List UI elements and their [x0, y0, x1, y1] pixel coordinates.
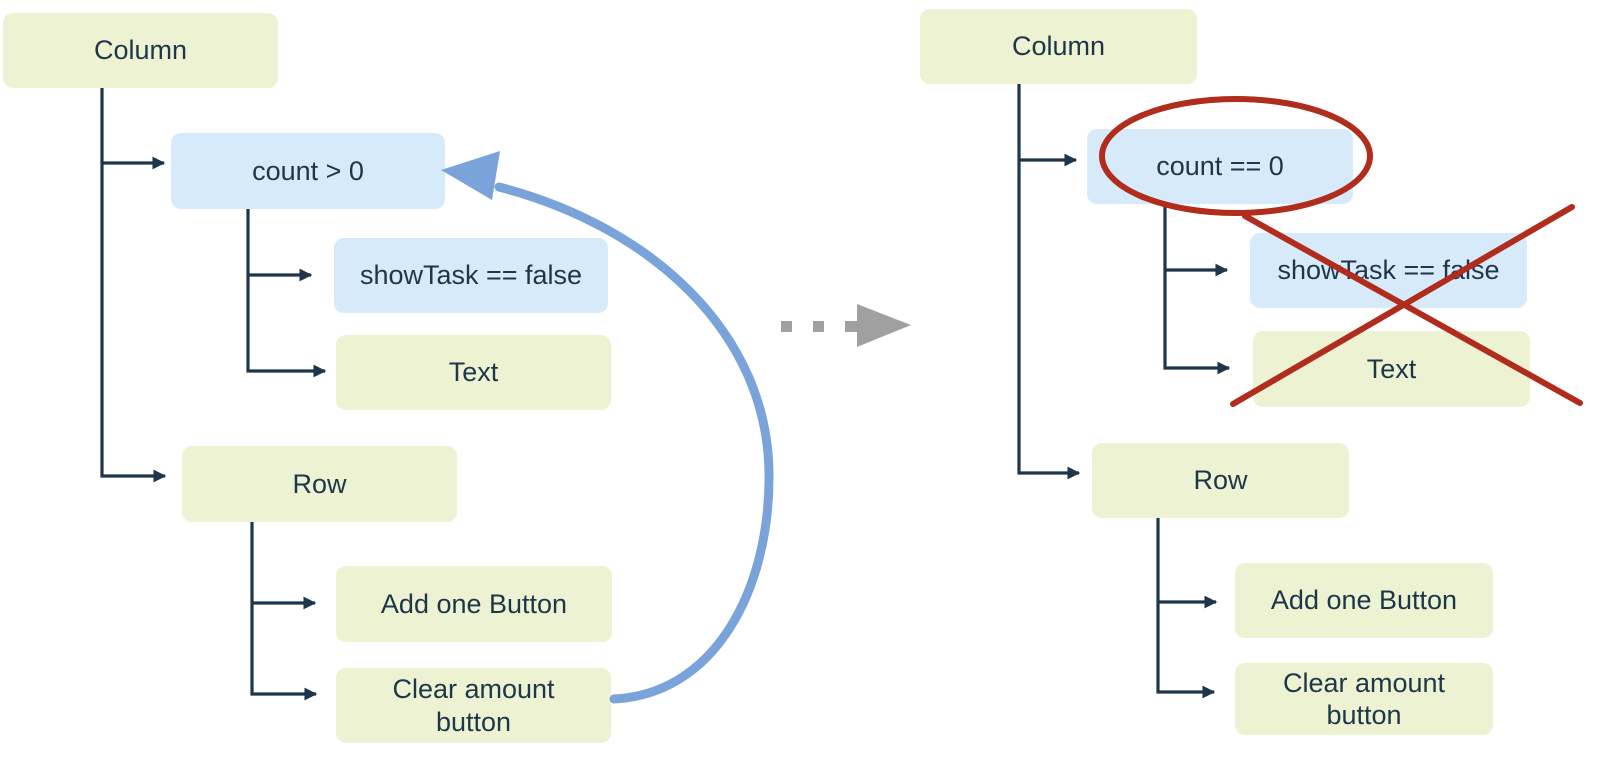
- right-tree-node-showtask: showTask == false: [1250, 233, 1527, 308]
- right-tree-node-add-one-button: Add one Button: [1235, 563, 1493, 638]
- loop-arrow-head: [441, 151, 500, 200]
- left-tree-node-row-label: Row: [292, 468, 347, 499]
- left-tree-node-text: Text: [336, 335, 611, 410]
- connector-left-column-to-row: [100, 88, 167, 483]
- left-tree-node-column-label: Column: [93, 35, 188, 66]
- connector-left-condition-to-text: [246, 209, 327, 378]
- left-tree-node-clear-amount-button: Clear amount button: [336, 668, 611, 743]
- left-tree-node-add-one-button: Add one Button: [336, 566, 612, 642]
- right-tree-node-row-label: Row: [1193, 465, 1248, 496]
- left-tree-node-condition: count > 0: [171, 133, 445, 209]
- transition-arrow-dot: [845, 321, 857, 332]
- right-tree-node-text-label: Text: [1366, 353, 1417, 384]
- right-tree-node-column: Column: [920, 9, 1197, 84]
- right-tree-node-text: Text: [1253, 331, 1530, 407]
- right-tree-node-clear-amount-button-label: Clear amount button: [1282, 667, 1446, 730]
- transition-arrow-head: [857, 304, 911, 347]
- right-tree-node-add-one-button-label: Add one Button: [1270, 585, 1458, 616]
- left-tree-node-column: Column: [3, 13, 278, 88]
- connector-right-row-to-clear-amount: [1156, 518, 1216, 699]
- left-tree-node-add-one-button-label: Add one Button: [380, 588, 568, 619]
- right-tree-node-clear-amount-button: Clear amount button: [1235, 663, 1493, 735]
- right-tree-node-showtask-label: showTask == false: [1277, 255, 1500, 286]
- left-tree-node-showtask-label: showTask == false: [359, 260, 583, 291]
- right-tree-node-column-label: Column: [1011, 31, 1106, 62]
- right-tree-node-condition: count == 0: [1087, 129, 1353, 204]
- right-tree-node-condition-label: count == 0: [1156, 151, 1284, 182]
- connector-left-row-to-clear-amount: [250, 522, 318, 701]
- left-tree-node-condition-label: count > 0: [252, 155, 364, 186]
- left-tree-node-clear-amount-button-label: Clear amount button: [392, 674, 555, 737]
- left-tree-node-showtask: showTask == false: [334, 238, 608, 313]
- transition-arrow-dot: [813, 321, 824, 332]
- connector-right-column-to-row: [1017, 84, 1081, 480]
- left-tree-node-text-label: Text: [448, 357, 499, 388]
- transition-arrow-dot: [781, 321, 792, 332]
- transition-arrow-icon: [781, 304, 911, 347]
- connector-right-condition-to-text: [1163, 204, 1231, 375]
- left-tree-node-row: Row: [182, 446, 457, 522]
- right-tree-node-row: Row: [1092, 443, 1349, 518]
